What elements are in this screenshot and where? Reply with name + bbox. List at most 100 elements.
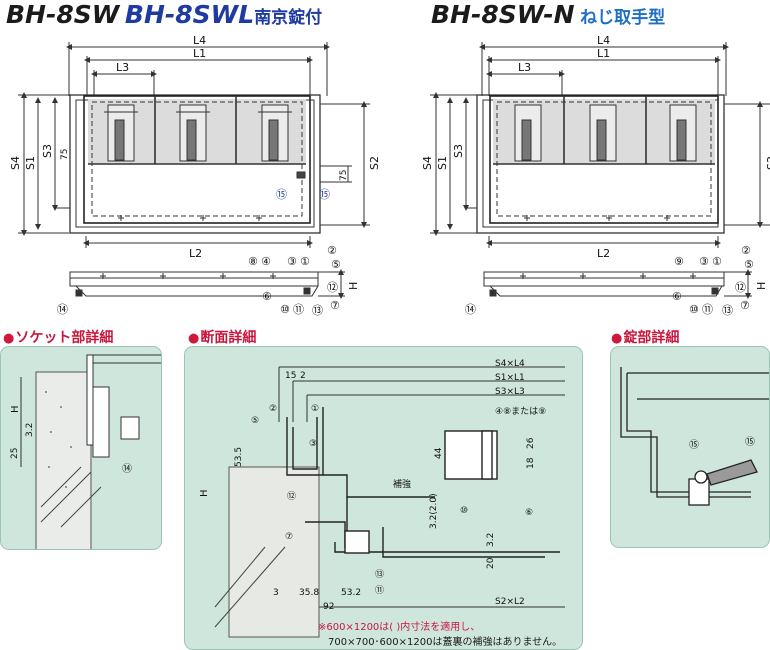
dim-s2-left: S2 — [368, 156, 381, 170]
sec-d32a: 3.2(2.0) — [429, 493, 439, 529]
title-left: BH-8SW BH-8SWL南京錠付 — [6, 0, 322, 29]
callout-r1: ① — [712, 255, 722, 268]
callout-r12: ⑫ — [735, 281, 746, 294]
sec-callout-6: ⑥ — [525, 508, 533, 518]
callout-8: ⑧ — [248, 255, 258, 268]
callout-r7: ⑦ — [740, 299, 750, 312]
sec-d532: 53.2 — [341, 588, 361, 598]
callout-r3: ③ — [699, 255, 709, 268]
dim-s4-left: S4 — [9, 156, 22, 170]
lock-callout-15a: ⑮ — [689, 439, 699, 451]
dim-s1-left: S1 — [24, 156, 37, 170]
dim-s1-right: S1 — [436, 156, 449, 170]
note-line-1: ※600×1200は( )内寸法を適用し、 — [318, 622, 481, 633]
callout-12: ⑫ — [327, 281, 338, 294]
sec-callout-10: ⑩ — [460, 506, 468, 516]
callout-14: ⑭ — [57, 303, 68, 316]
sec-d92: 92 — [323, 602, 334, 612]
section-socket-title: ●ソケット部詳細 — [3, 330, 114, 346]
dim-l1-right: L1 — [597, 47, 610, 60]
dim-75-left: 75 — [60, 149, 70, 160]
sec-c4-8-9: ④⑧または⑨ — [495, 406, 546, 417]
dim-l1-left: L1 — [193, 47, 206, 60]
sec-s4xl4: S4×L4 — [495, 359, 525, 369]
sec-d26: 26 — [526, 437, 536, 449]
sec-d535: 53.5 — [234, 447, 244, 467]
sec-d3: 3 — [273, 588, 279, 598]
dim-l4-left: L4 — [193, 34, 206, 47]
dim-s3-right: S3 — [452, 144, 465, 158]
dim-l2-right: L2 — [597, 247, 610, 260]
callout-10: ⑩ — [280, 303, 290, 316]
sec-d44: 44 — [434, 447, 444, 459]
sec-d15: 15 — [285, 371, 296, 381]
note-line-2: 700×700･600×1200は蓋裏の補強はありません。 — [328, 637, 563, 648]
sec-callout-3: ③ — [309, 439, 317, 449]
callout-r9: ⑨ — [674, 255, 684, 268]
socket-dim-32: 3.2 — [25, 423, 35, 437]
callout-2: ② — [327, 244, 337, 257]
callout-r2: ② — [741, 244, 751, 257]
sec-callout-5: ⑤ — [251, 416, 259, 426]
sec-d2: 2 — [300, 371, 306, 381]
sec-callout-13: ⑬ — [375, 569, 384, 580]
dim-75-left-b: 75 — [339, 170, 349, 181]
model-left-suffix: 南京錠付 — [254, 8, 323, 28]
callout-3: ③ — [287, 255, 297, 268]
sec-callout-1: ① — [311, 404, 319, 414]
cross-section-panel: S4×L4 S1×L1 S3×L3 S2×L2 15 2 53.5 H 44 2… — [184, 346, 583, 650]
callout-11: ⑪ — [293, 303, 304, 316]
model-right-suffix: ねじ取手型 — [580, 8, 666, 28]
callout-15: ⑮ — [319, 188, 330, 201]
sec-s1xl1: S1×L1 — [495, 373, 525, 383]
callout-6: ⑥ — [262, 290, 272, 303]
title-right: BH-8SW-N ねじ取手型 — [431, 0, 665, 29]
callout-16: ⑮ — [276, 188, 287, 201]
dim-s4-right: S4 — [421, 156, 434, 170]
dim-s3-left: S3 — [41, 144, 54, 158]
left-plan — [18, 42, 370, 248]
callout-5: ⑤ — [331, 258, 341, 271]
dim-l2-left: L2 — [189, 247, 202, 260]
dim-h-right: H — [755, 282, 768, 290]
left-elevation — [69, 269, 345, 299]
lock-callout-15b: ⑮ — [745, 436, 755, 448]
right-plan — [430, 42, 770, 248]
sec-callout-12: ⑫ — [287, 491, 296, 502]
sec-d32b: 3.2 — [486, 533, 496, 547]
sec-callout-7: ⑦ — [285, 532, 293, 542]
dim-l3-left: L3 — [116, 61, 129, 74]
callout-r6: ⑥ — [672, 290, 682, 303]
sec-d358: 35.8 — [299, 588, 319, 598]
callout-r13: ⑬ — [722, 304, 733, 317]
socket-detail-panel: H 3.2 25 ⑭ — [0, 346, 162, 550]
callout-1: ① — [300, 255, 310, 268]
sec-hokyo: 補強 — [393, 478, 411, 490]
section-lock-title: ●錠部詳細 — [611, 330, 680, 346]
sec-d20: 20 — [486, 557, 496, 569]
callout-7: ⑦ — [330, 299, 340, 312]
callout-r11: ⑪ — [702, 303, 713, 316]
callout-13: ⑬ — [312, 304, 323, 317]
plan-drawings: L4 L1 L3 L2 S4 S1 S3 75 S2 75 H L4 L1 L3… — [9, 34, 770, 317]
lock-detail-panel: ⑮ ⑮ — [610, 346, 770, 548]
dim-h-left: H — [347, 282, 360, 290]
section-cross-title: ●断面詳細 — [188, 330, 257, 346]
sec-d18: 18 — [526, 457, 536, 469]
dim-l4-right: L4 — [597, 34, 610, 47]
callout-r5: ⑤ — [744, 258, 754, 271]
sec-s2xl2: S2×L2 — [495, 597, 525, 607]
sec-h: H — [199, 489, 210, 497]
right-elevation — [483, 269, 752, 299]
model-bh8sw-n: BH-8SW-N — [431, 0, 575, 29]
dim-l3-right: L3 — [518, 61, 531, 74]
sec-callout-2: ② — [269, 404, 277, 414]
callout-r10: ⑩ — [689, 303, 699, 316]
socket-dim-h: H — [10, 405, 21, 413]
sec-s3xl3: S3×L3 — [495, 387, 525, 397]
socket-dim-25: 25 — [10, 448, 20, 459]
model-bh8swl: BH-8SWL — [124, 0, 255, 29]
socket-callout-14: ⑭ — [122, 463, 132, 475]
sec-callout-11: ⑪ — [375, 585, 384, 596]
model-bh8sw: BH-8SW — [6, 0, 120, 29]
